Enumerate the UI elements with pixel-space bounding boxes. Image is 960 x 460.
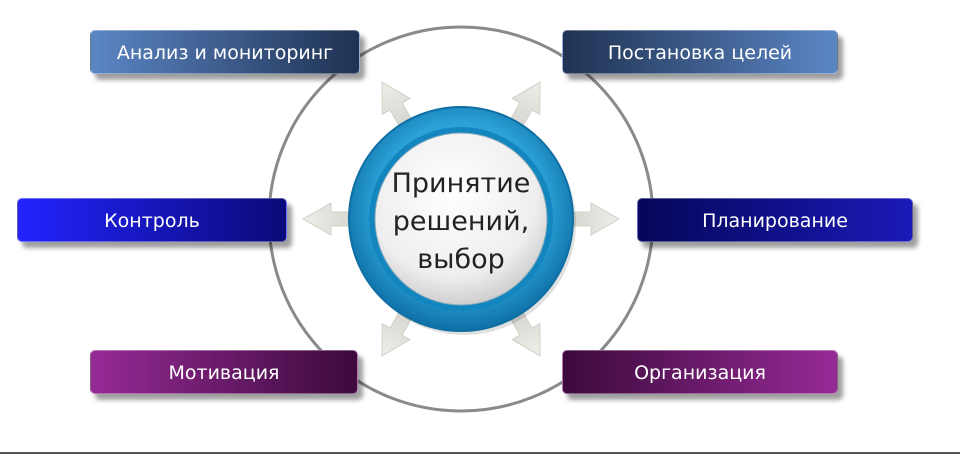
node-goals: Постановка целей bbox=[562, 30, 838, 74]
node-motivation: Мотивация bbox=[90, 350, 358, 394]
node-organization: Организация bbox=[562, 350, 838, 394]
node-planning: Планирование bbox=[637, 198, 913, 242]
node-analysis: Анализ и мониторинг bbox=[90, 30, 360, 74]
node-control: Контроль bbox=[17, 198, 287, 242]
hub-label: Принятие решений, выбор bbox=[391, 168, 531, 275]
bottom-rule bbox=[0, 452, 960, 454]
hub-face bbox=[374, 132, 548, 306]
